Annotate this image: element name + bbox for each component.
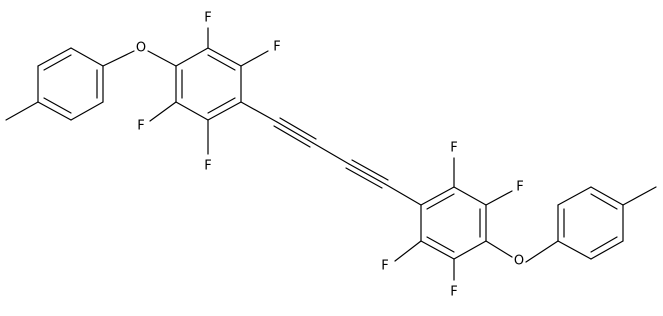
fluorine-label: F [450,141,457,156]
fluorine-label: F [450,285,457,300]
butadiyne-linker [240,101,422,206]
left-tolyl-ring [5,47,104,121]
fluorine-label: F [204,159,211,174]
left-fluoro-ring [149,27,269,155]
left-ether-bonds [102,50,177,67]
oxygen-left-label: O [136,41,146,56]
right-tolyl-ring [557,186,657,260]
fluorine-label: F [516,180,523,195]
atom-labels: O F F F F F F F F O [136,11,524,300]
fluorine-label: F [137,119,144,134]
fluorine-label: F [381,259,388,274]
right-fluoro-ring [394,157,513,281]
oxygen-right-label: O [514,254,524,269]
right-ether-bonds [485,240,559,263]
fluorine-label: F [273,40,280,55]
fluorine-label: F [204,11,211,26]
